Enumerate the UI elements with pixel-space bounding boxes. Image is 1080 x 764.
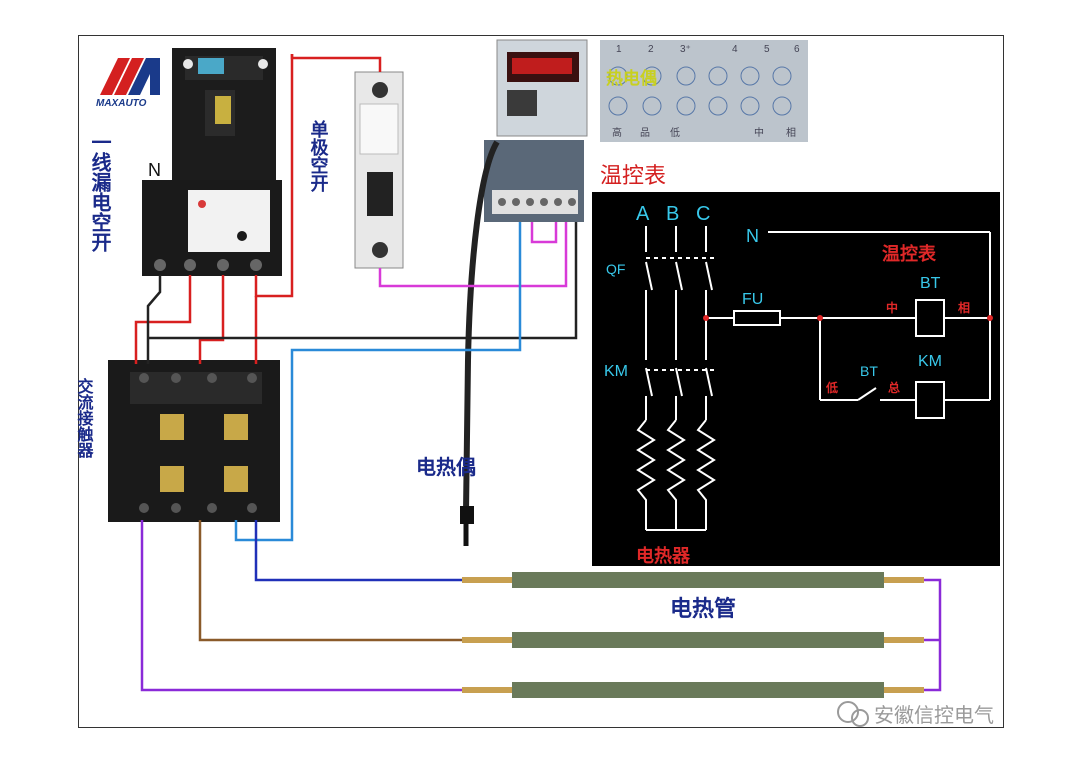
phase-c-label: C xyxy=(696,203,710,225)
terminal-num-1: 1 xyxy=(616,44,622,55)
thermocouple-tip xyxy=(460,506,474,524)
zhong-label: 中 xyxy=(886,300,898,315)
km-coil-label: KM xyxy=(918,353,942,370)
logo-text: MAXAUTO xyxy=(96,98,147,109)
zong-label: 总 xyxy=(888,380,900,395)
phase-a-label: A xyxy=(636,203,650,225)
xiang-label: 相 xyxy=(958,300,970,315)
wechat-icon xyxy=(837,701,859,723)
thermocouple-panel-label: 热电偶 xyxy=(606,68,657,89)
wires xyxy=(134,54,942,692)
terminal-strip: 1 2 3⁺ 4 5 6 高 品 低 中 相 热电偶 xyxy=(600,40,808,142)
heating-tube-3 xyxy=(462,682,924,698)
terminal-num-5: 5 xyxy=(764,44,770,55)
watermark-text: 安徽信控电气 xyxy=(874,703,994,727)
contactor-label: 交流接触器 xyxy=(75,377,95,459)
heating-tube-1 xyxy=(462,572,924,588)
bt-coil-label: BT xyxy=(920,275,941,292)
neutral-label: N xyxy=(148,160,161,180)
terminal-num-4: 4 xyxy=(732,44,738,55)
thermostat-top-label: 温控表 xyxy=(600,164,666,189)
terminal-num-6: 6 xyxy=(794,44,800,55)
watermark: 安徽信控电气 xyxy=(837,701,994,727)
temperature-controller xyxy=(484,39,588,222)
ac-contactor xyxy=(108,360,280,522)
fu-label: FU xyxy=(742,291,763,308)
thermocouple-probe-label: 电热偶 xyxy=(416,455,476,479)
leakage-breaker xyxy=(142,48,282,276)
heating-tube-2 xyxy=(462,632,924,648)
terminal-bottom-2: 品 xyxy=(640,127,650,139)
terminal-bottom-6: 相 xyxy=(786,126,796,139)
heating-tubes xyxy=(462,572,924,698)
single-pole-switch xyxy=(354,71,404,269)
qf-label: QF xyxy=(606,261,625,277)
heater-label: 电热器 xyxy=(636,545,691,567)
schematic-title: 温控表 xyxy=(882,243,937,265)
phase-b-label: B xyxy=(666,203,679,225)
thermocouple-cable xyxy=(463,140,500,513)
terminal-bottom-5: 中 xyxy=(754,126,764,139)
leakage-breaker-label: 一线漏电空开 xyxy=(88,132,112,253)
single-pole-switch-label: 单极空开 xyxy=(308,119,329,193)
bt-contact-label: BT xyxy=(860,363,878,379)
schematic: A B C N QF FU KM BT BT KM 温控表 中 相 低 总 电热… xyxy=(592,192,1000,567)
heating-tubes-label: 电热管 xyxy=(670,596,736,622)
maxauto-logo: MAXAUTO xyxy=(96,58,160,109)
terminal-num-2: 2 xyxy=(648,44,654,55)
terminal-num-3: 3⁺ xyxy=(680,44,691,55)
neutral-sch-label: N xyxy=(746,226,759,246)
di-label: 低 xyxy=(825,380,838,395)
terminal-bottom-3: 低 xyxy=(670,126,680,139)
terminal-bottom-1: 高 xyxy=(612,126,622,139)
km-contact-label: KM xyxy=(604,363,628,380)
